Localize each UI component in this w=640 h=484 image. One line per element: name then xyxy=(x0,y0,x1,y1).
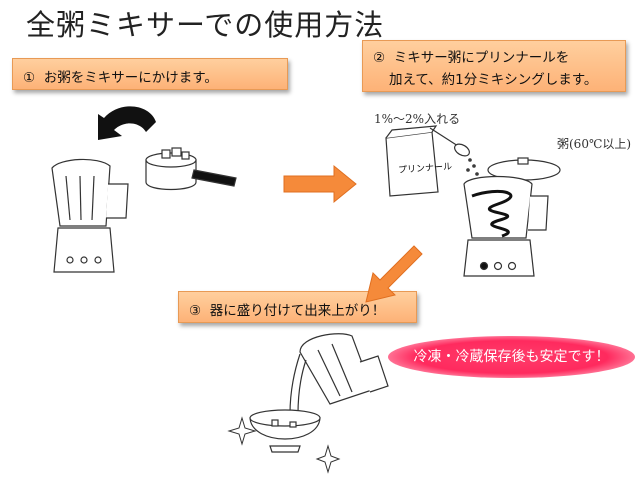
arrow-right-icon xyxy=(283,164,357,204)
pouring-jar-icon xyxy=(289,333,389,415)
step-2-number: ② xyxy=(373,50,386,66)
sparkle-icon xyxy=(227,416,341,474)
bowl-icon xyxy=(249,409,321,453)
step-2-box: ② ミキサー粥にプリンナールを 加えて、約1分ミキシングします。 xyxy=(362,40,626,92)
package-icon: プリンナール xyxy=(385,125,453,197)
arrow-down-left-icon xyxy=(365,245,423,303)
step-1-number: ① xyxy=(23,70,36,86)
porridge-temperature-note: 粥(60℃以上) xyxy=(557,137,632,151)
step-3-label: 器に盛り付けて出来上がり！ xyxy=(209,303,386,319)
step-3-text: ③ 器に盛り付けて出来上がり！ xyxy=(189,299,385,319)
blender-icon xyxy=(51,158,129,273)
storage-stability-badge: 冷凍・冷蔵保存後も安定です！ xyxy=(388,336,635,378)
step-2-label-line-2: 加えて、約1分ミキシングします。 xyxy=(389,72,598,88)
page-title: 全粥ミキサーでの使用方法 xyxy=(26,8,385,42)
step-2-label-line-1: ミキサー粥にプリンナールを xyxy=(393,50,570,66)
pot-icon xyxy=(145,147,237,191)
step-1-text: ① お粥をミキサーにかけます。 xyxy=(23,66,218,86)
step-2-text-line-1: ② ミキサー粥にプリンナールを xyxy=(373,46,569,66)
package-label: プリンナール xyxy=(398,161,453,176)
spoon-icon xyxy=(429,127,479,176)
step-3-number: ③ xyxy=(189,303,202,319)
step-1-box: ① お粥をミキサーにかけます。 xyxy=(12,58,288,90)
dose-note: 1%～2%入れる xyxy=(374,112,461,126)
step-1-label: お粥をミキサーにかけます。 xyxy=(43,70,218,86)
mixing-blender-icon xyxy=(463,157,561,277)
curved-arrow-icon xyxy=(98,106,156,140)
step-3-box: ③ 器に盛り付けて出来上がり！ xyxy=(178,291,417,323)
